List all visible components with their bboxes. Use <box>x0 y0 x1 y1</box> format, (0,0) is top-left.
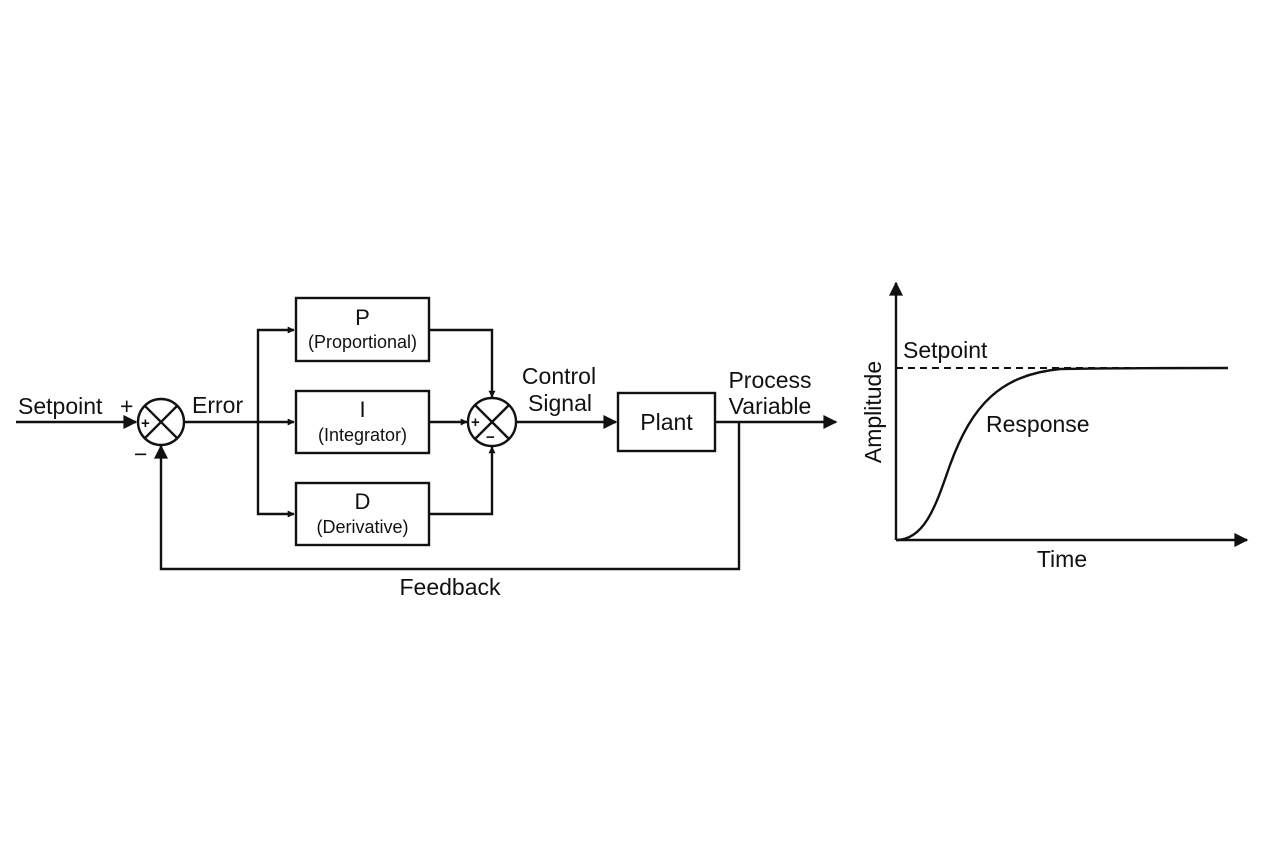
d-block-letter: D <box>355 489 371 514</box>
control-signal-label-line2: Signal <box>528 390 592 416</box>
y-axis-label: Amplitude <box>860 361 886 463</box>
junction1-plus-sign: + <box>141 415 150 432</box>
junction2-plus-sign: + <box>471 414 480 431</box>
process-variable-label-line2: Variable <box>729 393 812 419</box>
summing-junction-error: + <box>136 397 186 447</box>
i-block: I (Integrator) <box>294 389 431 455</box>
setpoint-plus-sign: + <box>120 393 133 419</box>
control-signal-label-line1: Control <box>522 363 596 389</box>
plant-block: Plant <box>616 391 717 453</box>
feedback-path <box>154 422 741 571</box>
setpoint-plot-label: Setpoint <box>903 337 988 363</box>
process-variable-label-line1: Process <box>728 367 811 393</box>
plant-label: Plant <box>640 409 693 435</box>
setpoint-input-label: Setpoint <box>18 393 103 419</box>
p-output-line <box>429 328 496 398</box>
i-block-name: (Integrator) <box>318 425 407 445</box>
p-block-letter: P <box>355 305 370 330</box>
feedback-label: Feedback <box>399 574 501 600</box>
feedback-minus-sign: − <box>134 441 147 467</box>
branch-to-p <box>256 326 295 422</box>
d-block-name: (Derivative) <box>316 517 408 537</box>
error-label: Error <box>192 392 243 418</box>
d-output-line <box>429 446 496 516</box>
block-diagram: Setpoint + + − Error P (Proportional) I … <box>16 296 838 600</box>
i-block-letter: I <box>359 397 365 422</box>
p-block: P (Proportional) <box>294 296 431 363</box>
response-label: Response <box>986 411 1090 437</box>
junction2-minus-sign: − <box>486 429 495 446</box>
p-block-name: (Proportional) <box>308 332 417 352</box>
response-plot: Setpoint Response Time Amplitude <box>860 281 1249 572</box>
branch-to-d <box>256 422 295 518</box>
x-axis-label: Time <box>1037 546 1087 572</box>
response-curve <box>895 366 1229 542</box>
d-block: D (Derivative) <box>294 481 431 547</box>
summing-junction-control: + − <box>466 396 518 448</box>
